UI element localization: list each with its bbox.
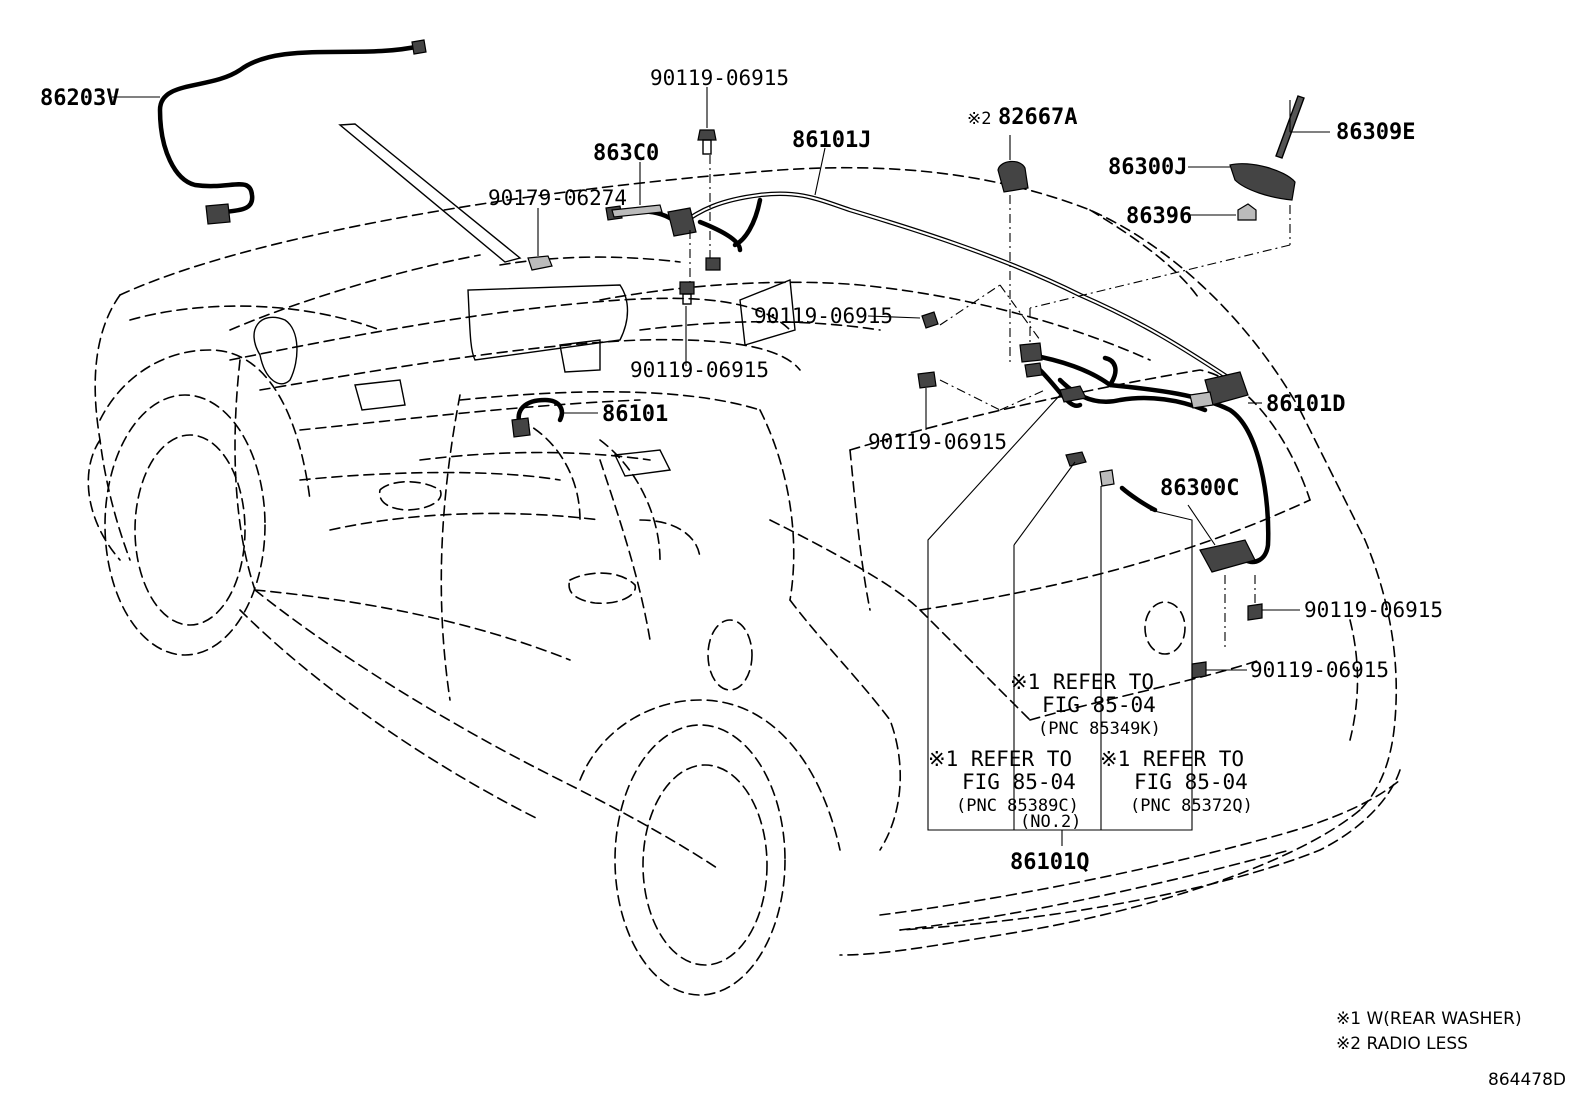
bolt-icon: [921, 311, 939, 329]
interior-trim: [354, 279, 796, 477]
label-90119-low: 90119-06915: [868, 430, 1007, 454]
harness-86101D: [1019, 342, 1271, 565]
ref3-line1: ※1 REFER TO: [1100, 747, 1244, 771]
ref2-line3: (PNC 85389C): [956, 796, 1079, 816]
ref1-line1: ※1 REFER TO: [1010, 670, 1154, 694]
figure-id: 864478D: [1488, 1070, 1566, 1090]
footnotes: ※1 W(REAR WASHER) ※2 RADIO LESS 864478D: [1336, 1009, 1566, 1090]
ref3-line3: (PNC 85372Q): [1130, 796, 1253, 816]
footnote-2: ※2 RADIO LESS: [1336, 1034, 1468, 1054]
label-863C0: 863C0: [593, 141, 659, 166]
ref2-line1: ※1 REFER TO: [928, 747, 1072, 771]
reference-notes: ※1 REFER TO FIG 85-04 (PNC 85349K) ※1 RE…: [928, 670, 1253, 832]
car-body-outline: [87, 123, 1401, 996]
ref3-line2: FIG 85-04: [1134, 770, 1248, 794]
harness-86101: [511, 397, 565, 438]
bolt-icon: [705, 257, 721, 271]
label-90119-r2: 90119-06915: [1250, 658, 1389, 682]
label-82667A-mark: ※2: [967, 109, 991, 129]
part-labels: 86203V 90119-06915 863C0 86101J 90179-06…: [40, 66, 1443, 875]
label-86300C: 86300C: [1160, 476, 1239, 501]
bolt-icon: [917, 371, 937, 389]
ref2-line2: FIG 85-04: [962, 770, 1076, 794]
label-86101: 86101: [602, 402, 668, 427]
label-82667A: 82667A: [998, 105, 1077, 130]
label-86309E: 86309E: [1336, 120, 1415, 145]
label-90119-r1: 90119-06915: [1304, 598, 1443, 622]
label-90119-dash: 90119-06915: [630, 358, 769, 382]
label-86300J: 86300J: [1108, 155, 1187, 180]
footnote-1: ※1 W(REAR WASHER): [1336, 1009, 1522, 1029]
label-90119-mid: 90119-06915: [754, 304, 893, 328]
ref1-line2: FIG 85-04: [1042, 693, 1156, 717]
label-86101J: 86101J: [792, 128, 871, 153]
bolt-icon: [697, 129, 717, 155]
antenna-cord-86203V: [157, 39, 427, 225]
bolt-icon: [1191, 661, 1207, 679]
label-86396: 86396: [1126, 204, 1192, 229]
label-90119-top: 90119-06915: [650, 66, 789, 90]
harness-86101J: [605, 191, 1243, 388]
label-86203V: 86203V: [40, 86, 119, 111]
leader-lines: [112, 87, 1330, 846]
ref2-line4: (NO.2): [1020, 812, 1081, 832]
label-90179: 90179-06274: [488, 186, 627, 210]
ref1-line3: (PNC 85349K): [1038, 719, 1161, 739]
label-86101Q: 86101Q: [1010, 850, 1089, 875]
bolt-icon: [679, 281, 695, 305]
bolt-icon: [1247, 603, 1263, 621]
label-86101D: 86101D: [1266, 392, 1345, 417]
parts-icons: [527, 95, 1305, 679]
